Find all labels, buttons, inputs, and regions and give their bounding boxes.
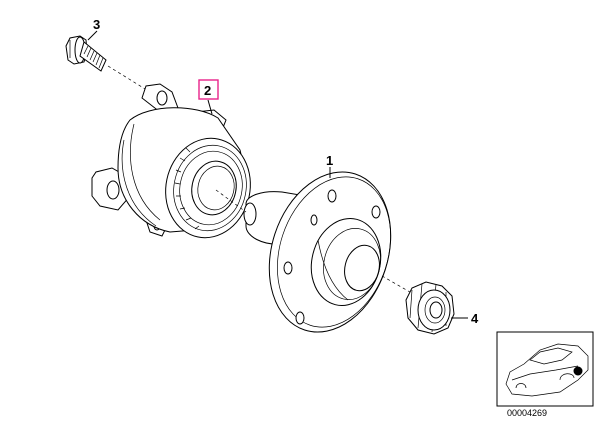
callout-bearing: 2 xyxy=(204,83,211,98)
diagram-code: 00004269 xyxy=(507,408,547,418)
wheel-location-marker xyxy=(573,366,583,376)
wheel-bearing-part[interactable] xyxy=(91,83,259,246)
callout-hub[interactable]: 1 xyxy=(326,153,333,168)
leader-lines xyxy=(87,30,468,319)
vehicle-locator-inset: 00004269 xyxy=(496,331,594,418)
car-sketch xyxy=(505,343,589,397)
callout-bolt[interactable]: 3 xyxy=(93,17,100,32)
callout-bearing-box[interactable]: 2 xyxy=(198,79,219,100)
callout-nut[interactable]: 4 xyxy=(471,311,479,326)
collar-nut-part[interactable] xyxy=(405,281,455,335)
bolt-part[interactable] xyxy=(65,35,151,93)
wheel-hub-part[interactable] xyxy=(215,156,411,348)
